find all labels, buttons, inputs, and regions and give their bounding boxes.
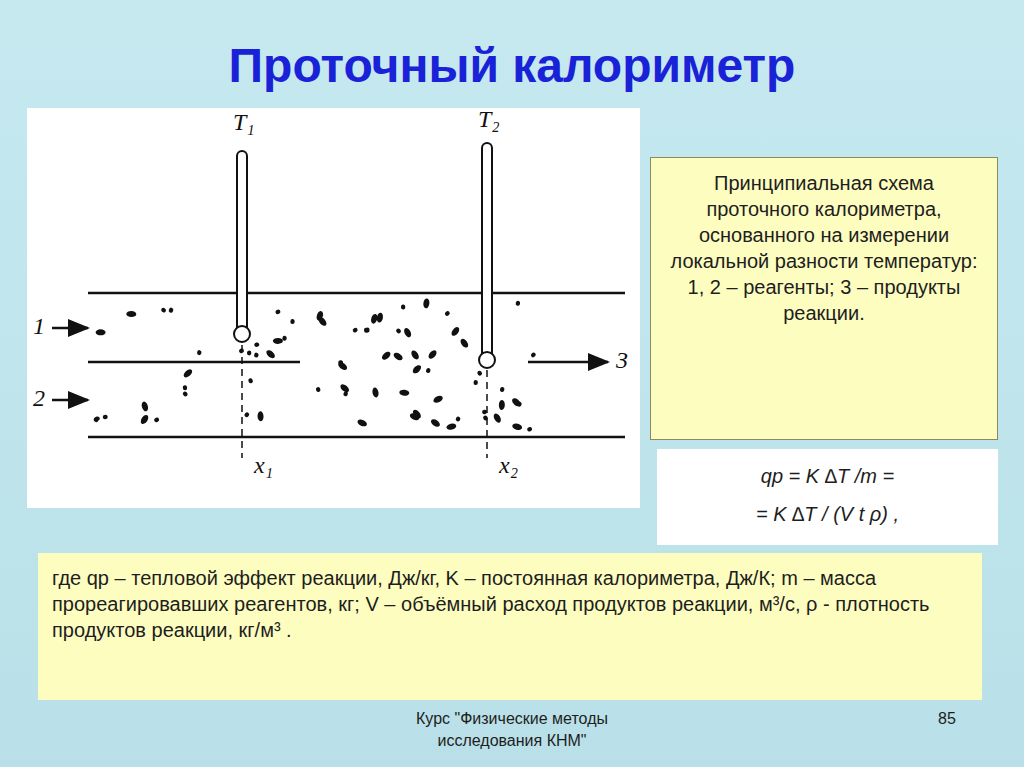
particle <box>459 337 470 349</box>
particle <box>160 307 167 314</box>
particle <box>499 400 505 410</box>
particle <box>430 418 442 429</box>
particle <box>380 350 391 361</box>
particle <box>254 352 259 357</box>
tube-wall <box>88 292 625 295</box>
particle <box>401 304 406 309</box>
footer-text: Курс "Физические методы исследования КНМ… <box>372 708 652 751</box>
particle <box>511 397 522 408</box>
particle <box>395 328 402 335</box>
slide-title: Проточный калориметр <box>0 38 1024 93</box>
particle <box>410 349 421 361</box>
formula-line: = K ∆T / (V t ρ) , <box>671 501 984 527</box>
inlet-arrow <box>52 399 88 402</box>
particle <box>482 409 488 414</box>
particle <box>499 387 504 393</box>
particle <box>247 350 251 355</box>
page-number: 85 <box>938 708 956 730</box>
particle <box>450 326 461 338</box>
text-box: где qр – тепловой эффект реакции, Дж/кг,… <box>38 553 982 700</box>
particle <box>247 378 253 385</box>
particle <box>482 415 489 422</box>
particle <box>103 415 108 420</box>
description-text: Принципиальная схема проточного калориме… <box>665 170 983 326</box>
callout-number: 2 <box>33 385 45 412</box>
position-mark <box>486 370 488 458</box>
particle <box>168 307 174 313</box>
particle <box>376 312 384 323</box>
particle <box>343 391 349 397</box>
position-mark <box>241 345 243 458</box>
particle <box>515 300 521 306</box>
formula-box: qр = K ∆T /m = = K ∆T / (V t ρ) , <box>657 449 998 545</box>
particle <box>257 411 263 421</box>
particle <box>338 360 344 365</box>
inlet-arrow <box>52 327 88 330</box>
particle <box>372 387 380 398</box>
particle <box>275 309 281 314</box>
particle <box>154 417 160 423</box>
formula-line: qр = K ∆T /m = <box>671 463 984 489</box>
particle <box>139 414 150 426</box>
callout-number: 3 <box>616 347 628 374</box>
particle <box>265 349 276 360</box>
particle <box>530 352 537 359</box>
particle <box>93 416 100 423</box>
particle <box>352 327 359 333</box>
particle <box>427 349 438 360</box>
particle <box>94 416 100 421</box>
channel-divider <box>88 361 300 364</box>
particle <box>512 423 523 431</box>
particle <box>476 370 483 377</box>
particle <box>197 350 202 356</box>
particle <box>526 426 532 432</box>
particle <box>315 310 324 321</box>
particle <box>403 327 413 339</box>
thermometer <box>237 151 247 330</box>
particle <box>273 338 283 344</box>
particle <box>96 329 106 335</box>
thermometer-bulb <box>234 326 250 342</box>
thermometer-label: T₁ <box>233 109 255 136</box>
particle <box>414 413 419 418</box>
particle <box>290 319 295 324</box>
legend-explanation: где qр – тепловой эффект реакции, Дж/кг,… <box>52 565 968 643</box>
thermometer-label: T₂ <box>478 106 500 133</box>
particle <box>244 411 251 418</box>
particle <box>126 311 136 317</box>
particle <box>432 394 444 404</box>
particle <box>455 416 461 423</box>
particle <box>315 386 321 392</box>
particle <box>254 342 260 347</box>
callout-number: 1 <box>33 313 45 340</box>
particle <box>182 368 193 379</box>
position-label: x₂ <box>499 452 518 479</box>
particle <box>425 367 431 373</box>
particle <box>473 380 478 385</box>
particle <box>182 391 189 398</box>
particle <box>492 412 502 424</box>
particle <box>141 401 150 412</box>
particle <box>392 351 404 362</box>
particle <box>411 364 422 375</box>
particle <box>444 310 451 316</box>
particle <box>356 418 368 428</box>
position-label: x₁ <box>254 452 273 479</box>
particle <box>238 348 244 354</box>
outlet-arrow <box>528 361 608 364</box>
thermometer-bulb <box>479 352 495 368</box>
figure-panel <box>27 108 640 508</box>
thermometer <box>482 143 492 356</box>
text-box: Принципиальная схема проточного калориме… <box>650 157 998 440</box>
particle <box>446 423 457 431</box>
particle <box>423 298 430 309</box>
particle <box>365 328 370 333</box>
particle <box>409 412 421 422</box>
particle <box>182 385 187 391</box>
particle <box>399 389 410 396</box>
tube-wall <box>88 436 625 439</box>
